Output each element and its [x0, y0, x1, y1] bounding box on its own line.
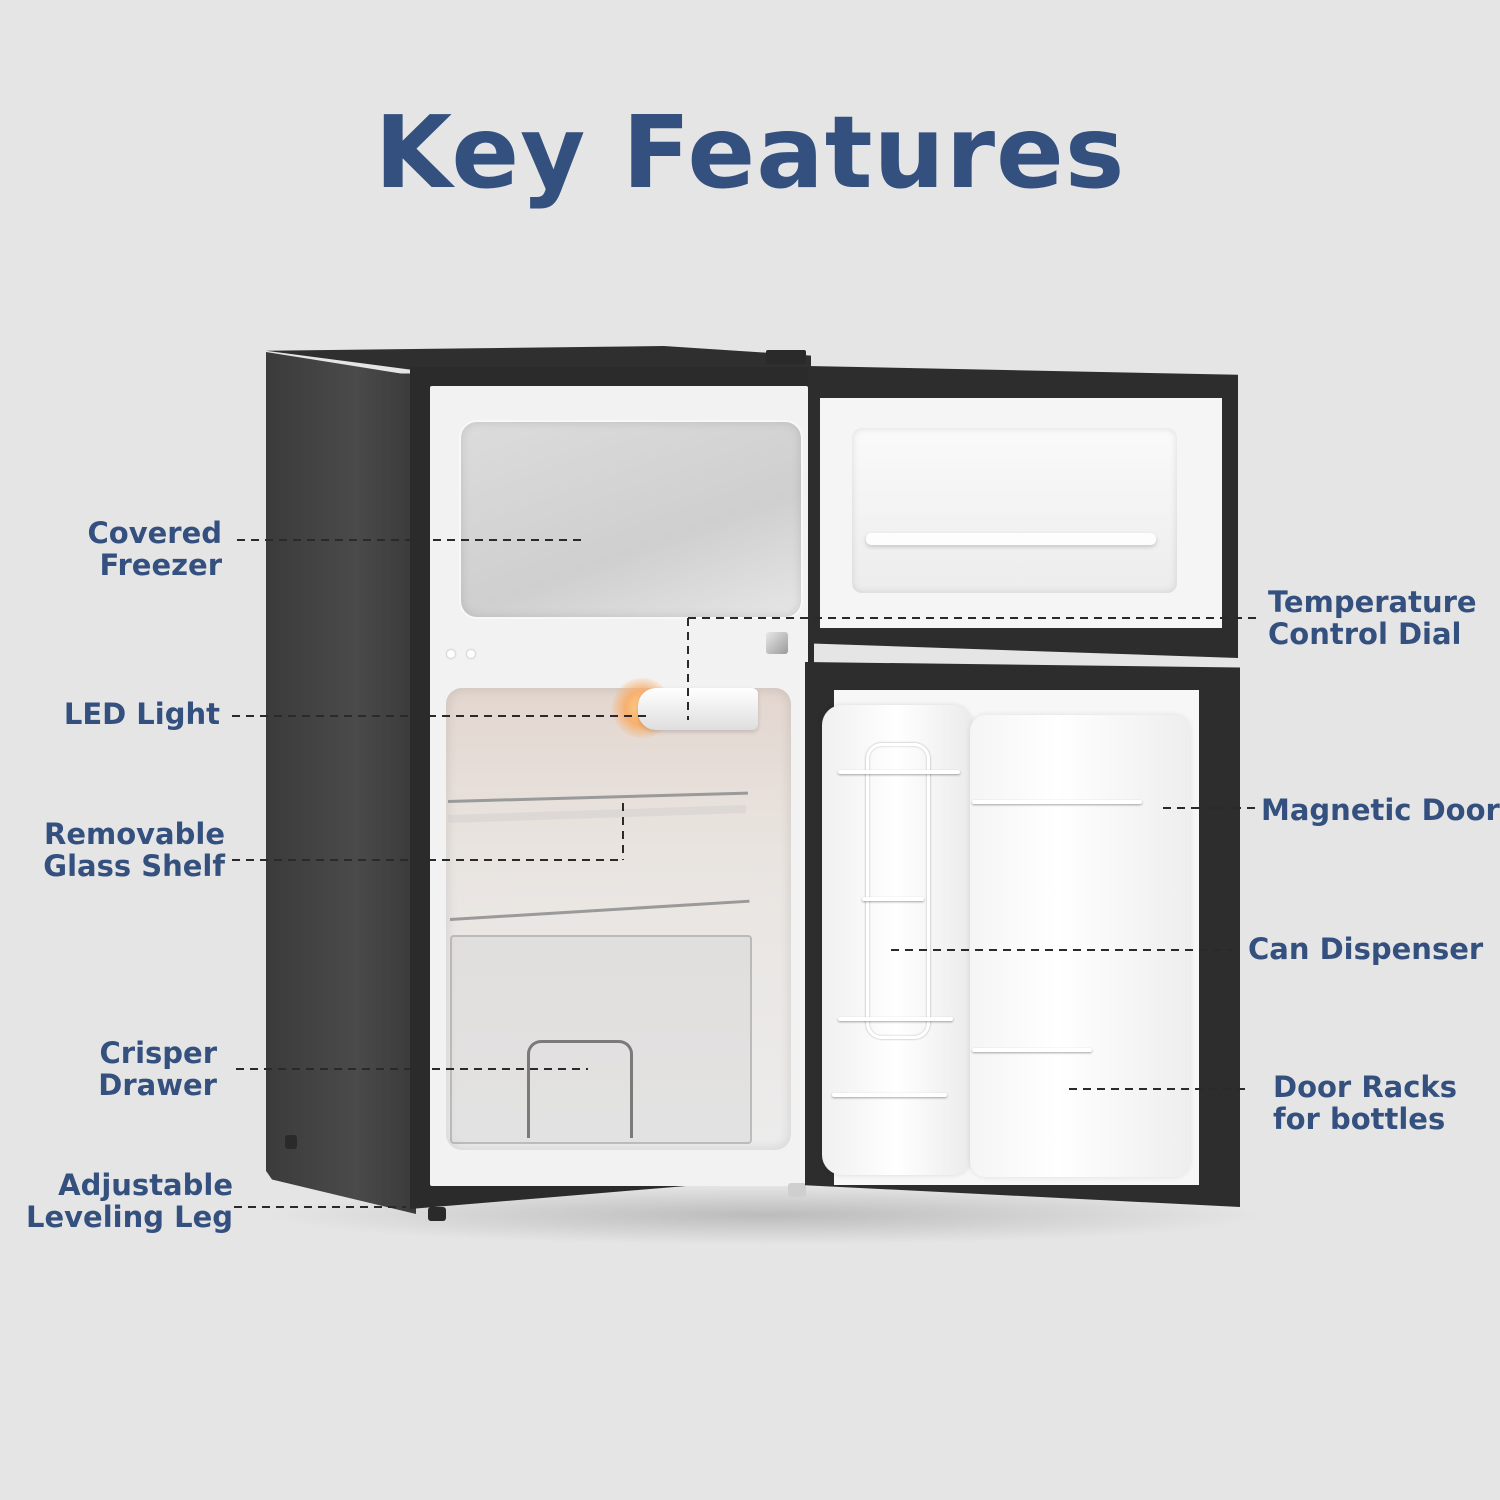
callout-removable-glass-shelf: Removable Glass Shelf: [20, 818, 225, 882]
can-dispenser-rack: [866, 743, 930, 1039]
callout-line-2: Leveling Leg: [25, 1200, 233, 1234]
freezer-compartment: [459, 420, 803, 619]
liner-screw: [447, 650, 455, 658]
callout-can-dispenser: Can Dispenser: [1248, 933, 1483, 965]
door-rack-wire: [838, 1017, 953, 1021]
callout-line-1: Can Dispenser: [1248, 932, 1484, 966]
leveling-leg: [285, 1135, 297, 1149]
door-shelf-right: [970, 715, 1190, 1177]
fresh-food-compartment: [446, 688, 791, 1150]
callout-line-2: for bottles: [1273, 1102, 1446, 1136]
callout-line-2: Freezer: [99, 548, 222, 582]
callout-magnetic-door: Magnetic Door: [1261, 794, 1500, 826]
door-rack-wire: [832, 1093, 947, 1097]
crisper-drawer-handle: [527, 1040, 633, 1138]
callout-line-2: Drawer: [98, 1068, 217, 1102]
door-rack-wire: [838, 770, 960, 774]
top-hinge: [766, 350, 806, 364]
callout-line-1: Adjustable: [58, 1168, 233, 1202]
callout-line-2: Glass Shelf: [43, 849, 225, 883]
callout-crisper-drawer: Crisper Drawer: [40, 1037, 217, 1101]
door-rack-wire: [972, 800, 1142, 804]
leveling-leg: [428, 1207, 446, 1221]
callout-line-1: Removable: [44, 817, 225, 851]
callout-line-1: Door Racks: [1273, 1070, 1457, 1104]
callout-line-1: Crisper: [99, 1036, 217, 1070]
liner-screw: [467, 650, 475, 658]
middle-hinge: [766, 632, 788, 654]
callout-line-1: LED Light: [63, 697, 220, 731]
callout-led-light: LED Light: [20, 698, 220, 730]
callout-adjustable-leveling-leg: Adjustable Leveling Leg: [10, 1169, 233, 1233]
leveling-leg: [788, 1183, 806, 1197]
callout-door-racks-for-bottles: Door Racks for bottles: [1273, 1071, 1457, 1135]
callout-line-1: Covered: [87, 516, 222, 550]
page-title: Key Features: [374, 94, 1126, 211]
cabinet-side-panel: [266, 352, 416, 1214]
callout-line-1: Temperature: [1268, 585, 1477, 619]
led-light-housing: [638, 688, 758, 730]
freezer-door-tray: [852, 428, 1177, 593]
crisper-drawer: [450, 935, 752, 1144]
callout-temperature-control-dial: Temperature Control Dial: [1268, 586, 1477, 650]
callout-covered-freezer: Covered Freezer: [40, 517, 222, 581]
callout-line-1: Magnetic Door: [1261, 793, 1500, 827]
callout-line-2: Control Dial: [1268, 617, 1462, 651]
door-rack-wire: [972, 1048, 1092, 1052]
door-rack-wire: [862, 897, 924, 901]
freezer-door-bar: [866, 533, 1156, 545]
